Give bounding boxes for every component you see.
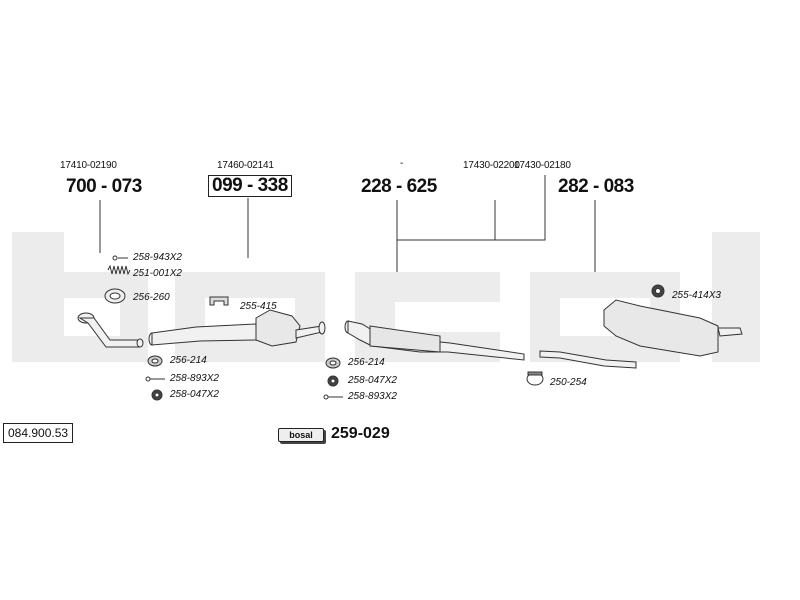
- leader-bracket-right: [495, 175, 546, 241]
- nut-icon-front: [151, 389, 163, 401]
- spring-icon: [107, 264, 131, 276]
- part-clamp: 250-254: [550, 377, 587, 388]
- gasket-icon-front: [147, 355, 163, 367]
- part-bracket-cat: 255-415: [240, 301, 277, 312]
- part-bolt-mid: 258-893X2: [348, 391, 397, 402]
- part-ring: 256-260: [133, 292, 170, 303]
- part-rubber-rear: 255-414X3: [672, 290, 721, 301]
- section-middle-silencer: 228 - 625: [361, 176, 437, 197]
- rear-silencer: [539, 299, 743, 369]
- leader-bracket: [397, 200, 496, 241]
- bolt-icon-front: [145, 376, 165, 382]
- oem-dot: -: [400, 158, 404, 169]
- part-bolt-a: 258-943X2: [133, 252, 182, 263]
- section-catalyst: 099 - 338: [208, 175, 292, 197]
- part-spring: 251-001X2: [133, 268, 182, 279]
- part-nut-front: 258-047X2: [170, 389, 219, 400]
- reference-number: 084.900.53: [3, 423, 74, 443]
- gasket-icon-middle: [325, 357, 341, 369]
- bosal-logo-box: bosal: [278, 428, 324, 442]
- part-gasket-front: 256-214: [170, 355, 207, 366]
- oem-front: 17410-02190: [60, 160, 117, 171]
- oem-cat: 17460-02141: [217, 160, 274, 171]
- catalyst-pipe: [148, 309, 326, 347]
- part-nut-mid: 258-047X2: [348, 375, 397, 386]
- clamp-icon: [526, 371, 544, 386]
- part-bolt-front: 258-893X2: [170, 373, 219, 384]
- cat-bracket-icon: [209, 296, 229, 306]
- section-rear-silencer: 282 - 083: [558, 176, 634, 197]
- middle-silencer: [344, 320, 525, 361]
- nut-icon-middle: [327, 375, 339, 387]
- part-gasket-mid: 256-214: [348, 357, 385, 368]
- bolt-icon-middle: [323, 394, 343, 400]
- bolt-icon-top: [112, 255, 128, 261]
- ring-icon: [104, 288, 126, 304]
- kit-number: 259-029: [331, 425, 390, 442]
- rubber-mount-icon: [651, 284, 665, 298]
- front-pipe: [77, 312, 144, 348]
- oem-middle-b: 17430-02180: [514, 160, 571, 171]
- section-front-pipe: 700 - 073: [66, 176, 142, 197]
- oem-middle-a: 17430-02200: [463, 160, 520, 171]
